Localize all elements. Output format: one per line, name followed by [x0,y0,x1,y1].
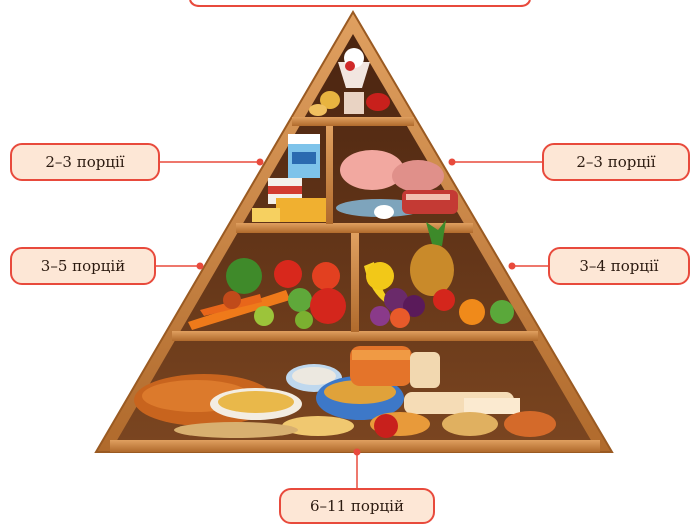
top-label-fragment [189,0,531,7]
meat-fish-group [336,150,458,219]
fruits-group [364,220,514,328]
sweets-fats-group [309,48,390,116]
dairy-group [252,134,326,222]
pyramid-shelves [110,117,600,452]
connectors [156,158,548,488]
label-vegetables-servings: 3–5 порцій [10,247,156,285]
label-meat-servings: 2–3 порції [542,143,690,181]
label-dairy-servings: 2–3 порції [10,143,160,181]
vegetables-group [188,258,346,330]
bread-grains-group [134,346,556,438]
label-grains-servings: 6–11 порцій [279,488,435,524]
label-fruits-servings: 3–4 порції [548,247,690,285]
